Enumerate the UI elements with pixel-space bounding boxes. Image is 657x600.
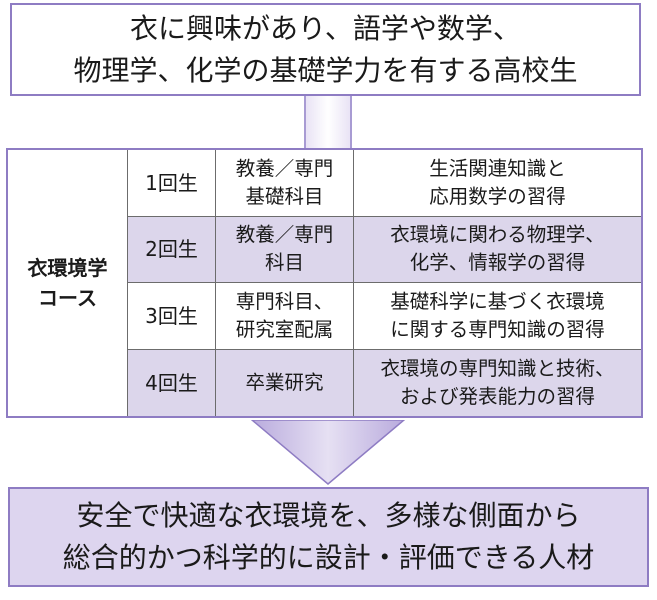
goal-line-1: 衣環境の専門知識と技術、 <box>380 356 615 380</box>
goal-cell-4: 衣環境の専門知識と技術、 および発表能力の習得 <box>354 349 641 416</box>
subject-cell-4: 卒業研究 <box>216 349 354 416</box>
goal-cell-2: 衣環境に関わる物理学、 化学、情報学の習得 <box>354 216 641 283</box>
goal-line-2: 化学、情報学の習得 <box>409 251 586 275</box>
subject-line-1: 教養／専門 <box>235 223 334 247</box>
goal-cell-1: 生活関連知識と 応用数学の習得 <box>354 150 641 217</box>
course-label-line-2: コース <box>38 286 97 310</box>
input-profile-box: 衣に興味があり、語学や数学、 物理学、化学の基礎学力を有する高校生 <box>10 3 641 96</box>
year-cell-3: 3回生 <box>128 283 216 350</box>
connector-bar <box>304 96 352 148</box>
subject-line-1: 専門科目、 <box>235 289 334 313</box>
input-profile-line-2: 物理学、化学の基礎学力を有する高校生 <box>73 53 578 87</box>
subject-line-2: 科目 <box>264 251 304 275</box>
subject-cell-3: 専門科目、 研究室配属 <box>216 283 354 350</box>
down-arrow-icon <box>250 420 406 485</box>
year-cell-1: 1回生 <box>128 150 216 217</box>
subject-cell-1: 教養／専門 基礎科目 <box>216 150 354 217</box>
subject-line-1: 卒業研究 <box>245 370 324 394</box>
year-cell-4: 4回生 <box>128 349 216 416</box>
input-profile-line-1: 衣に興味があり、語学や数学、 <box>130 11 521 45</box>
subject-line-2: 研究室配属 <box>235 317 334 341</box>
course-label-cell: 衣環境学 コース <box>8 150 128 416</box>
goal-line-2: に関する専門知識の習得 <box>390 317 605 341</box>
subject-line-1: 教養／専門 <box>235 156 334 180</box>
goal-line-1: 基礎科学に基づく衣環境 <box>390 289 605 313</box>
goal-line-2: 応用数学の習得 <box>429 184 566 208</box>
year-cell-2: 2回生 <box>128 216 216 283</box>
goal-line-1: 生活関連知識と <box>429 156 566 180</box>
goal-line-2: および発表能力の習得 <box>399 384 595 408</box>
outcome-line-2: 総合的かつ科学的に設計・評価できる人材 <box>62 541 595 574</box>
outcome-line-1: 安全で快適な衣環境を、多様な側面から <box>76 499 581 532</box>
goal-cell-3: 基礎科学に基づく衣環境 に関する専門知識の習得 <box>354 283 641 350</box>
subject-cell-2: 教養／専門 科目 <box>216 216 354 283</box>
curriculum-table: 衣環境学 コース 1回生 教養／専門 基礎科目 生活関連知識と 応用数学の習得 … <box>6 148 643 418</box>
subject-line-2: 基礎科目 <box>245 184 324 208</box>
course-label-line-1: 衣環境学 <box>27 256 108 280</box>
goal-line-1: 衣環境に関わる物理学、 <box>390 223 605 247</box>
outcome-box: 安全で快適な衣環境を、多様な側面から 総合的かつ科学的に設計・評価できる人材 <box>8 487 649 587</box>
